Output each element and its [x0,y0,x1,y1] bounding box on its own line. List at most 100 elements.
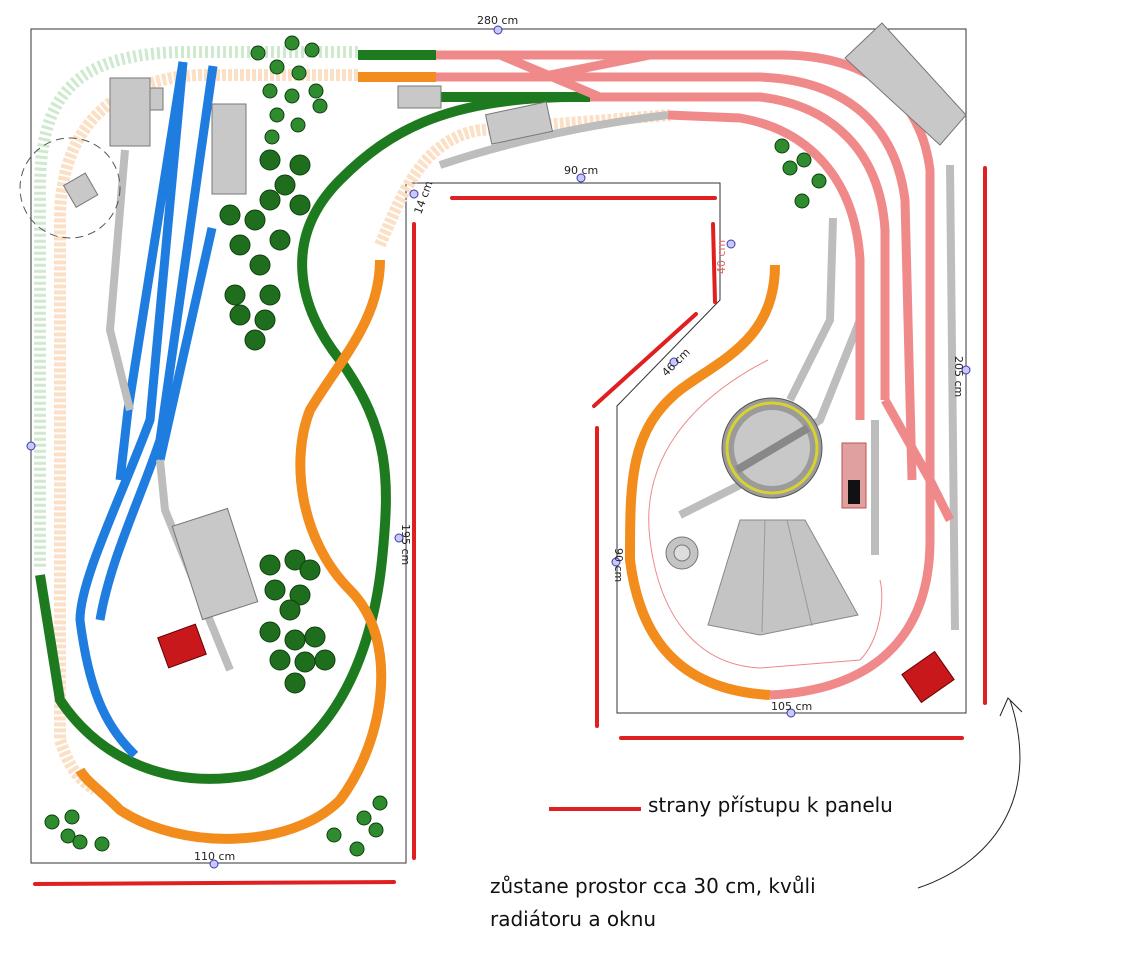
turning-circle [19,137,121,239]
shrub [291,65,307,81]
dim-marker [611,557,621,567]
pink-track-2 [436,72,917,481]
dimension-markers [26,25,971,869]
turntable-bridge [734,424,811,474]
shrubs [44,35,827,857]
track-blue-2 [95,65,218,621]
building-station-left-2 [149,87,164,111]
shrub [72,834,88,850]
dim-marker [409,189,419,199]
legend-access-swatch [549,807,641,811]
shrub [774,138,790,154]
pink-track-6 [881,397,955,523]
shrub [326,827,342,843]
track-orange [75,72,780,844]
dim-diagonal: 46 cm [659,346,692,379]
roundhouse [707,519,859,636]
dim-bottom-right: 105 cm [771,700,812,713]
pink-track-4 [667,110,865,420]
roundhouse-div-2 [786,519,813,627]
tree [289,154,311,176]
tree [269,229,291,251]
building-top-right [844,22,967,146]
dim-bottom-left: 110 cm [194,850,235,863]
shrub [796,152,812,168]
shrub [44,814,60,830]
tree [259,554,281,576]
dim-marker [576,173,586,183]
board-outline [30,28,967,864]
shrub [284,35,300,51]
shrub [250,45,266,61]
tree [294,651,316,673]
dim-top: 280 cm [477,14,518,27]
coaling-station-inner [848,480,860,504]
shrub [356,810,372,826]
pink-track-7 [498,50,651,102]
grey-siding-turntable-left [678,481,742,519]
dim-middle-vertical: 195 cm [399,524,412,565]
shrub [372,795,388,811]
shrub [94,836,110,852]
tree [314,649,336,671]
dim-right-inner: 90 cm [612,548,625,582]
track-blue-3 [155,227,217,461]
building-shed-top [397,85,442,109]
dim-inner-top: 90 cm [564,164,598,177]
red-house-right [901,650,955,704]
tree [244,209,266,231]
grey-siding-right4 [946,164,959,631]
tree [219,204,241,226]
shrub [308,83,324,99]
turntable-ring [725,401,819,495]
shrub [290,117,306,133]
tree [274,174,296,196]
tree [284,549,306,571]
building-station-left [109,77,151,147]
turntable [721,397,823,499]
annotation-arrow [917,697,1023,889]
depot-outline [648,359,883,669]
dim-marker [26,441,36,451]
tree [259,149,281,171]
shrub [269,59,285,75]
tree [254,309,276,331]
tree [289,584,311,606]
access-sides [33,166,987,886]
roundhouse-div-1 [761,519,766,633]
tree [259,621,281,643]
access-side-notch [711,222,717,304]
shrub [269,107,285,123]
shrub [284,88,300,104]
red-house-left [157,623,207,669]
tree [229,234,251,256]
access-side-diagonal [592,312,698,408]
dim-right-outer: 205 cm [952,356,965,397]
tree [304,626,326,648]
tree [279,599,301,621]
shrub [60,828,76,844]
note-line-2: radiátoru a oknu [490,907,657,931]
shrub [782,160,798,176]
dim-marker [961,365,971,375]
shrub [64,809,80,825]
tree [229,304,251,326]
tree [249,254,271,276]
legend-access-label: strany přístupu k panelu [648,793,893,817]
shrub [811,173,827,189]
building-top-mid [484,101,554,145]
pink-track-3 [590,92,890,400]
tree [284,672,306,694]
dim-marker [209,859,219,869]
dim-notch: 40 cm [715,240,728,274]
track-pink-station [436,50,955,700]
dim-marker [493,25,503,35]
shrub [349,841,365,857]
dim-marker [669,357,679,367]
grey-siding-top [438,111,669,169]
dim-marker [394,533,404,543]
tree [284,629,306,651]
water-tower-inner [673,544,691,562]
building-signal-box [62,172,99,208]
